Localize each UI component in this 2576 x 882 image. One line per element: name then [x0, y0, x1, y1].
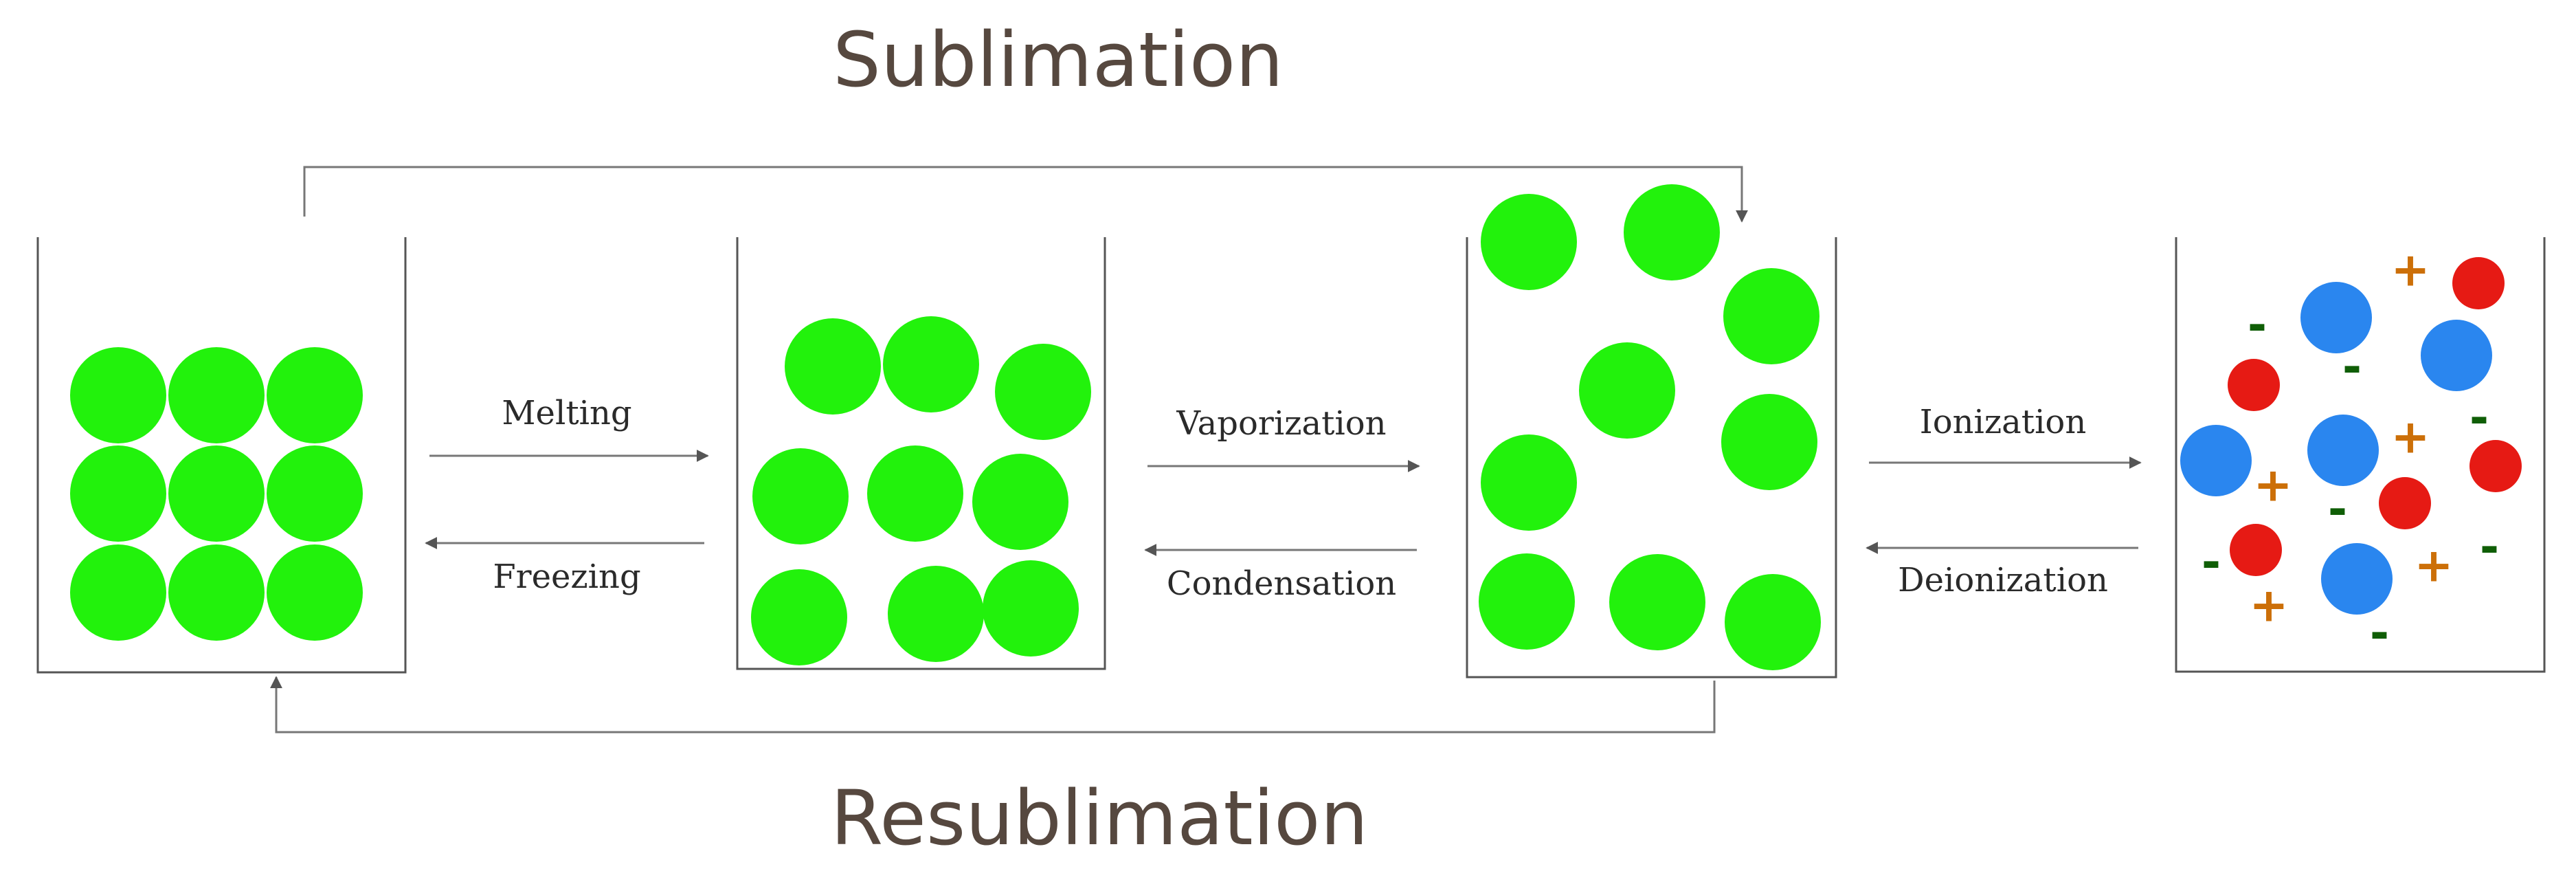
- minus-sign: -: [2202, 536, 2221, 590]
- solid-particle: [267, 445, 363, 542]
- gas-particles: [1479, 184, 1821, 670]
- solid-particles: [70, 347, 363, 641]
- solid-particle: [168, 544, 265, 641]
- gas-particle: [1579, 342, 1675, 439]
- condensation-label: Condensation: [1167, 564, 1396, 603]
- gas-particle: [1609, 554, 1705, 650]
- minus-sign: -: [2248, 298, 2267, 353]
- minus-sign: -: [2480, 520, 2499, 575]
- negative-ion: [2300, 282, 2372, 353]
- liquid-particle: [972, 454, 1068, 550]
- plasma-container: [2175, 237, 2546, 673]
- minus-sign: -: [2370, 606, 2389, 661]
- gas-particle: [1481, 194, 1577, 290]
- liquid-particle: [867, 445, 963, 542]
- gas-particle: [1723, 268, 1819, 364]
- ionization-label: Ionization: [1920, 403, 2086, 441]
- liquid-particle: [888, 566, 984, 662]
- liquid-particles: [751, 316, 1091, 665]
- solid-particle: [168, 445, 265, 542]
- gas-particle: [1624, 184, 1720, 280]
- solid-particle: [70, 544, 166, 641]
- positive-ion: [2469, 440, 2522, 492]
- minus-sign: -: [2469, 391, 2489, 445]
- gas-particle: [1725, 574, 1821, 670]
- liquid-particle: [883, 316, 979, 412]
- freezing-label: Freezing: [493, 558, 640, 596]
- solid-particle: [70, 445, 166, 542]
- deionization-label: Deionization: [1898, 561, 2108, 599]
- gas-container: [1466, 237, 1837, 679]
- minus-sign: -: [2328, 483, 2347, 537]
- liquid-container: [736, 237, 1106, 670]
- resublimation-arrow: [270, 676, 1716, 734]
- solid-particle: [168, 347, 265, 443]
- gas-particle: [1481, 434, 1577, 531]
- vaporization-label: Vaporization: [1176, 404, 1386, 443]
- resublimation-label: Resublimation: [831, 774, 1368, 862]
- solid-particle: [70, 347, 166, 443]
- plus-sign: +: [2415, 539, 2454, 593]
- plus-sign: +: [2391, 410, 2430, 465]
- negative-ion: [2321, 543, 2393, 615]
- plus-sign: +: [2391, 243, 2430, 298]
- plasma-particles: +++++-------: [2180, 243, 2522, 661]
- gas-particle: [1479, 553, 1575, 650]
- solid-particle: [267, 347, 363, 443]
- liquid-particle: [785, 318, 881, 415]
- plus-sign: +: [2254, 459, 2293, 513]
- positive-ion: [2230, 524, 2282, 576]
- sublimation-arrow: [303, 166, 1748, 223]
- liquid-particle: [983, 560, 1079, 657]
- liquid-particle: [995, 344, 1091, 440]
- negative-ion: [2421, 320, 2492, 391]
- liquid-particle: [752, 448, 849, 544]
- positive-ion: [2452, 257, 2505, 309]
- plus-sign: +: [2250, 579, 2289, 633]
- positive-ion: [2379, 477, 2431, 529]
- negative-ion: [2180, 425, 2252, 496]
- melting-label: Melting: [502, 394, 631, 432]
- solid-container: [36, 237, 407, 674]
- minus-sign: -: [2342, 340, 2362, 395]
- gas-particle: [1721, 394, 1817, 490]
- negative-ion: [2307, 415, 2379, 486]
- liquid-particle: [751, 569, 847, 665]
- positive-ion: [2228, 359, 2280, 411]
- sublimation-label: Sublimation: [833, 16, 1284, 104]
- solid-particle: [267, 544, 363, 641]
